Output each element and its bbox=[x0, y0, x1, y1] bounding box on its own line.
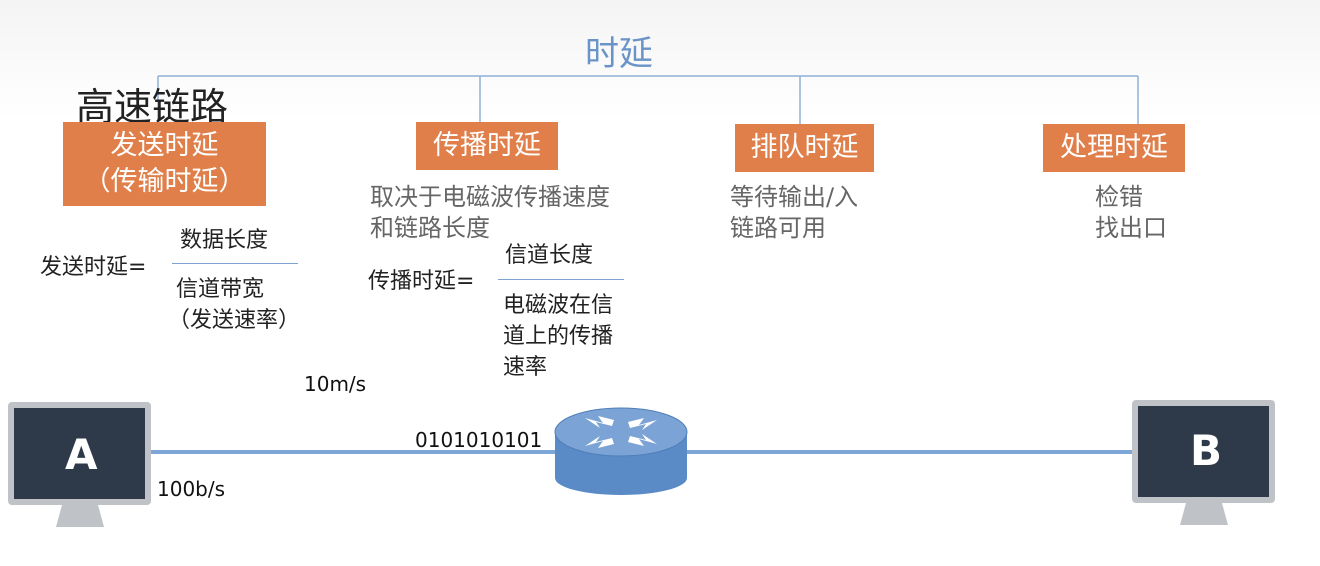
send-formula-fraction-line bbox=[172, 263, 298, 264]
propagation-desc: 取决于电磁波传播速度 和链路长度 bbox=[370, 183, 610, 242]
prop-formula-fraction-line bbox=[498, 279, 624, 280]
send-formula-numerator: 数据长度 bbox=[180, 228, 269, 253]
prop-formula-lhs: 传播时延= bbox=[368, 269, 475, 294]
propagation-speed-label: 10m/s bbox=[304, 372, 367, 396]
processing-delay-label: 处理时延 bbox=[1060, 132, 1168, 163]
bitstream-label: 0101010101 bbox=[415, 428, 543, 452]
propagation-delay-box: 传播时延 bbox=[416, 122, 558, 170]
send-delay-box: 发送时延 （传输时延） bbox=[63, 122, 266, 206]
bandwidth-label: 100b/s bbox=[157, 477, 226, 501]
prop-formula-numerator: 信道长度 bbox=[505, 243, 594, 268]
queuing-delay-box: 排队时延 bbox=[735, 124, 874, 172]
send-formula-denominator: 信道带宽 （发送速率） bbox=[168, 277, 301, 333]
queuing-delay-label: 排队时延 bbox=[750, 132, 859, 163]
processing-delay-box: 处理时延 bbox=[1043, 124, 1185, 172]
high-speed-link-label: 高速链路 bbox=[76, 85, 229, 129]
processing-desc: 检错 找出口 bbox=[1095, 183, 1167, 242]
host-b-monitor bbox=[1132, 400, 1275, 525]
transmission-delay-label: （传输时延） bbox=[83, 166, 246, 197]
propagation-delay-label: 传播时延 bbox=[433, 130, 541, 161]
host-b-label: B bbox=[1190, 426, 1223, 475]
send-formula-lhs: 发送时延= bbox=[40, 255, 147, 280]
router-icon bbox=[554, 407, 688, 495]
send-delay-label: 发送时延 bbox=[110, 130, 219, 161]
queuing-desc: 等待输出/入 链路可用 bbox=[730, 183, 859, 242]
prop-formula-denominator: 电磁波在信 道上的传播 速率 bbox=[503, 293, 614, 380]
host-a-label: A bbox=[65, 430, 98, 479]
diagram-title: 时延 bbox=[585, 34, 653, 74]
host-a-monitor bbox=[8, 402, 151, 527]
